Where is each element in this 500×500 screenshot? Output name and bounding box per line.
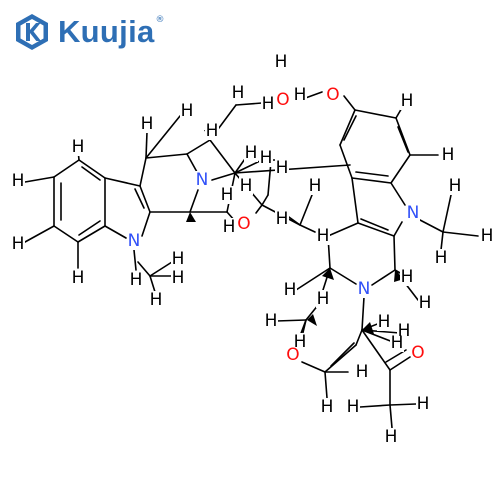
atom-label-h: H bbox=[294, 85, 307, 105]
atom-label-n: N bbox=[358, 279, 371, 299]
atom-label-h: H bbox=[391, 333, 404, 353]
atom-label-h: H bbox=[442, 145, 455, 165]
atom-label-h: H bbox=[223, 217, 236, 237]
atom-label-o: O bbox=[276, 90, 289, 110]
atom-label-h: H bbox=[417, 394, 430, 414]
atom-label-h: H bbox=[245, 143, 258, 163]
atom-label-h: H bbox=[398, 321, 411, 341]
atom-label-h: H bbox=[276, 158, 289, 178]
atom-label-h: H bbox=[347, 397, 360, 417]
atom-label-h: H bbox=[130, 270, 143, 290]
atom-label-o: O bbox=[411, 343, 424, 363]
atom-label-h: H bbox=[385, 427, 398, 447]
atom-label-h: H bbox=[401, 91, 414, 111]
atom-label-h: H bbox=[260, 148, 273, 168]
atom-label-h: H bbox=[309, 176, 322, 196]
atom-label-h: H bbox=[284, 280, 297, 300]
atom-label-h: H bbox=[449, 176, 462, 196]
atom-label-h: H bbox=[276, 209, 289, 229]
atom-label-h: H bbox=[265, 311, 278, 331]
kuujia-logo: Kuujia ® bbox=[12, 10, 165, 54]
atom-label-h: H bbox=[172, 268, 185, 288]
atom-label-h: H bbox=[12, 234, 25, 254]
atom-label-h: H bbox=[435, 248, 448, 268]
atom-label-h: H bbox=[150, 290, 163, 310]
atom-label-h: H bbox=[275, 52, 288, 72]
kuujia-hexagon-k-icon bbox=[16, 14, 48, 50]
atom-label-o: O bbox=[286, 345, 299, 365]
atom-label-h: H bbox=[294, 332, 307, 352]
bond-lines bbox=[24, 91, 479, 429]
atom-label-n: N bbox=[407, 203, 420, 223]
atom-label-n: N bbox=[128, 231, 141, 251]
atom-label-h: H bbox=[401, 267, 414, 287]
atom-label-h: H bbox=[481, 226, 494, 246]
atom-label-h: H bbox=[172, 249, 185, 269]
atom-label-o: O bbox=[237, 214, 250, 234]
kuujia-brand-name: Kuujia bbox=[58, 14, 155, 49]
atom-label-h: H bbox=[72, 268, 85, 288]
atom-label-n: N bbox=[196, 170, 209, 190]
atom-label-h: H bbox=[232, 83, 245, 103]
atom-label-h: H bbox=[317, 289, 330, 309]
atom-label-h: H bbox=[12, 171, 25, 191]
atom-label-h: H bbox=[317, 226, 330, 246]
registered-mark: ® bbox=[155, 15, 165, 25]
atom-label-h: H bbox=[206, 121, 219, 141]
atom-label-h: H bbox=[262, 94, 275, 114]
atom-label-h: H bbox=[356, 362, 369, 382]
atom-label-h: H bbox=[221, 185, 234, 205]
atom-label-h: H bbox=[378, 312, 391, 332]
atom-label-o: O bbox=[326, 85, 339, 105]
stereo-wedges bbox=[186, 130, 404, 334]
atom-label-h: H bbox=[141, 114, 154, 134]
atom-label-h: H bbox=[181, 101, 194, 121]
atom-label-h: H bbox=[240, 176, 253, 196]
atom-label-h: H bbox=[72, 137, 85, 157]
atom-label-h: H bbox=[321, 397, 334, 417]
atom-label-h: H bbox=[419, 293, 432, 313]
